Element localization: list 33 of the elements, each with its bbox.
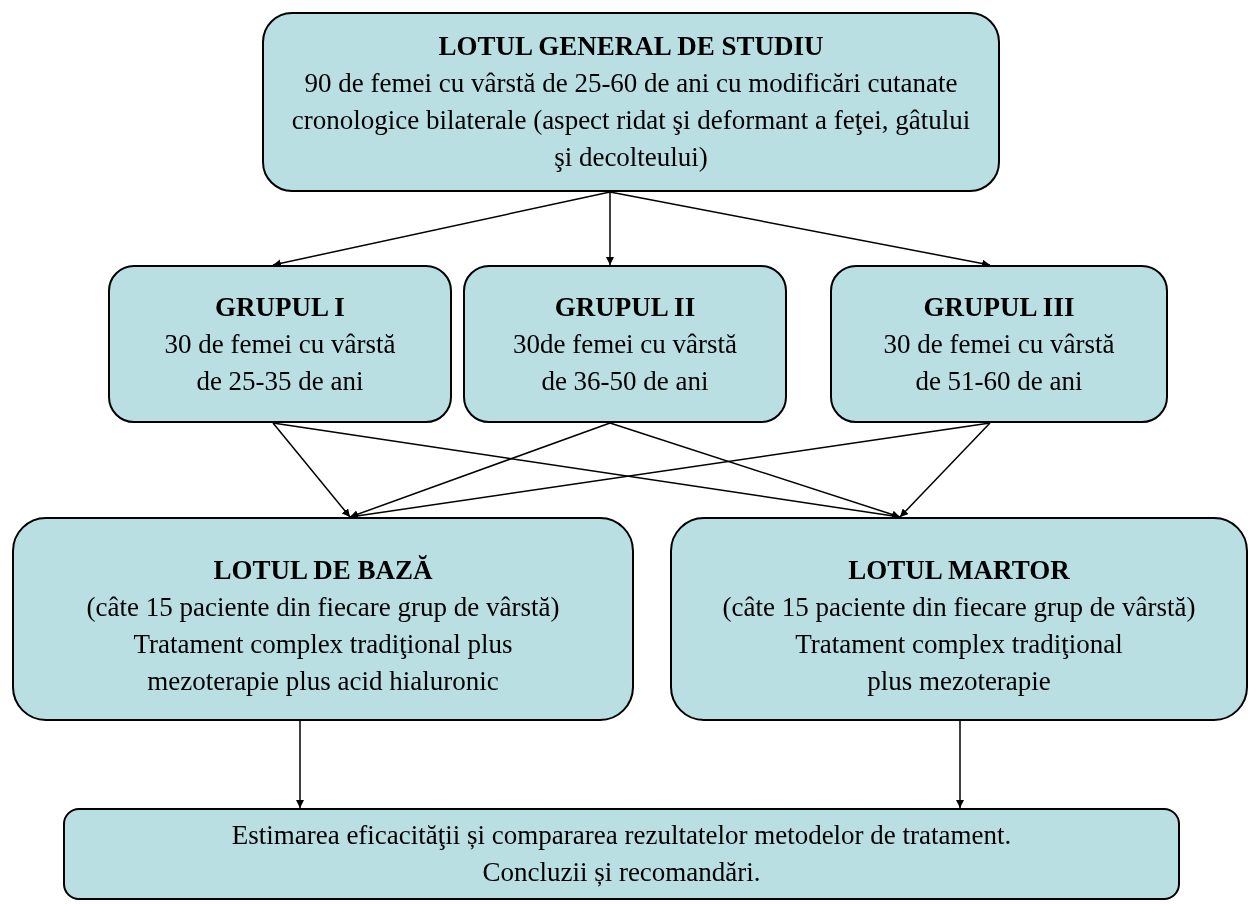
arrow bbox=[272, 191, 611, 268]
arrow bbox=[899, 422, 991, 518]
box-text: Concluzii și recomandări. bbox=[482, 856, 761, 889]
box-text: Tratament complex tradiţional plus mezoterapie bbox=[794, 628, 1124, 698]
box-text: 30de femei cu vârstă de 36-50 de ani bbox=[511, 327, 739, 398]
process-box bbox=[670, 517, 1248, 721]
process-box bbox=[830, 265, 1168, 423]
box-text: (câte 15 paciente din fiecare grup de vârstă) bbox=[722, 591, 1196, 624]
box-text: 30 de femei cu vârstă de 51-60 de ani bbox=[882, 327, 1116, 398]
box-heading: GRUPUL I bbox=[215, 290, 345, 324]
box-text: 90 de femei cu vârstă de 25-60 de ani cu modificări cutanate cronologice bilaterale (aspect ridat şi deformant a feţei, gâtului şi decolteului) bbox=[290, 67, 972, 174]
arrow bbox=[606, 191, 614, 266]
box-text: (câte 15 paciente din fiecare grup de vârstă) bbox=[86, 591, 560, 624]
arrow bbox=[956, 720, 964, 809]
box-text: 30 de femei cu vârstă de 25-35 de ani bbox=[163, 327, 397, 398]
process-box bbox=[12, 517, 634, 721]
process-box bbox=[63, 808, 1180, 900]
process-box bbox=[463, 265, 787, 423]
arrow bbox=[349, 422, 611, 519]
box-heading: LOTUL DE BAZĂ bbox=[213, 554, 433, 587]
box-heading: GRUPUL II bbox=[554, 290, 696, 324]
arrow bbox=[349, 422, 991, 520]
box-heading: GRUPUL III bbox=[923, 290, 1075, 324]
arrow bbox=[609, 191, 991, 268]
process-box bbox=[108, 265, 452, 423]
box-heading: LOTUL GENERAL DE STUDIU bbox=[438, 30, 824, 63]
arrow bbox=[609, 422, 901, 519]
arrow bbox=[296, 720, 304, 809]
arrow bbox=[272, 422, 351, 518]
box-heading: LOTUL MARTOR bbox=[848, 554, 1070, 587]
box-text: Tratament complex tradiţional plus mezoterapie plus acid hialuronic bbox=[132, 628, 514, 698]
process-box bbox=[262, 12, 1000, 192]
box-text: Estimarea eficacităţii și compararea rezultatelor metodelor de tratament. bbox=[231, 819, 1012, 852]
